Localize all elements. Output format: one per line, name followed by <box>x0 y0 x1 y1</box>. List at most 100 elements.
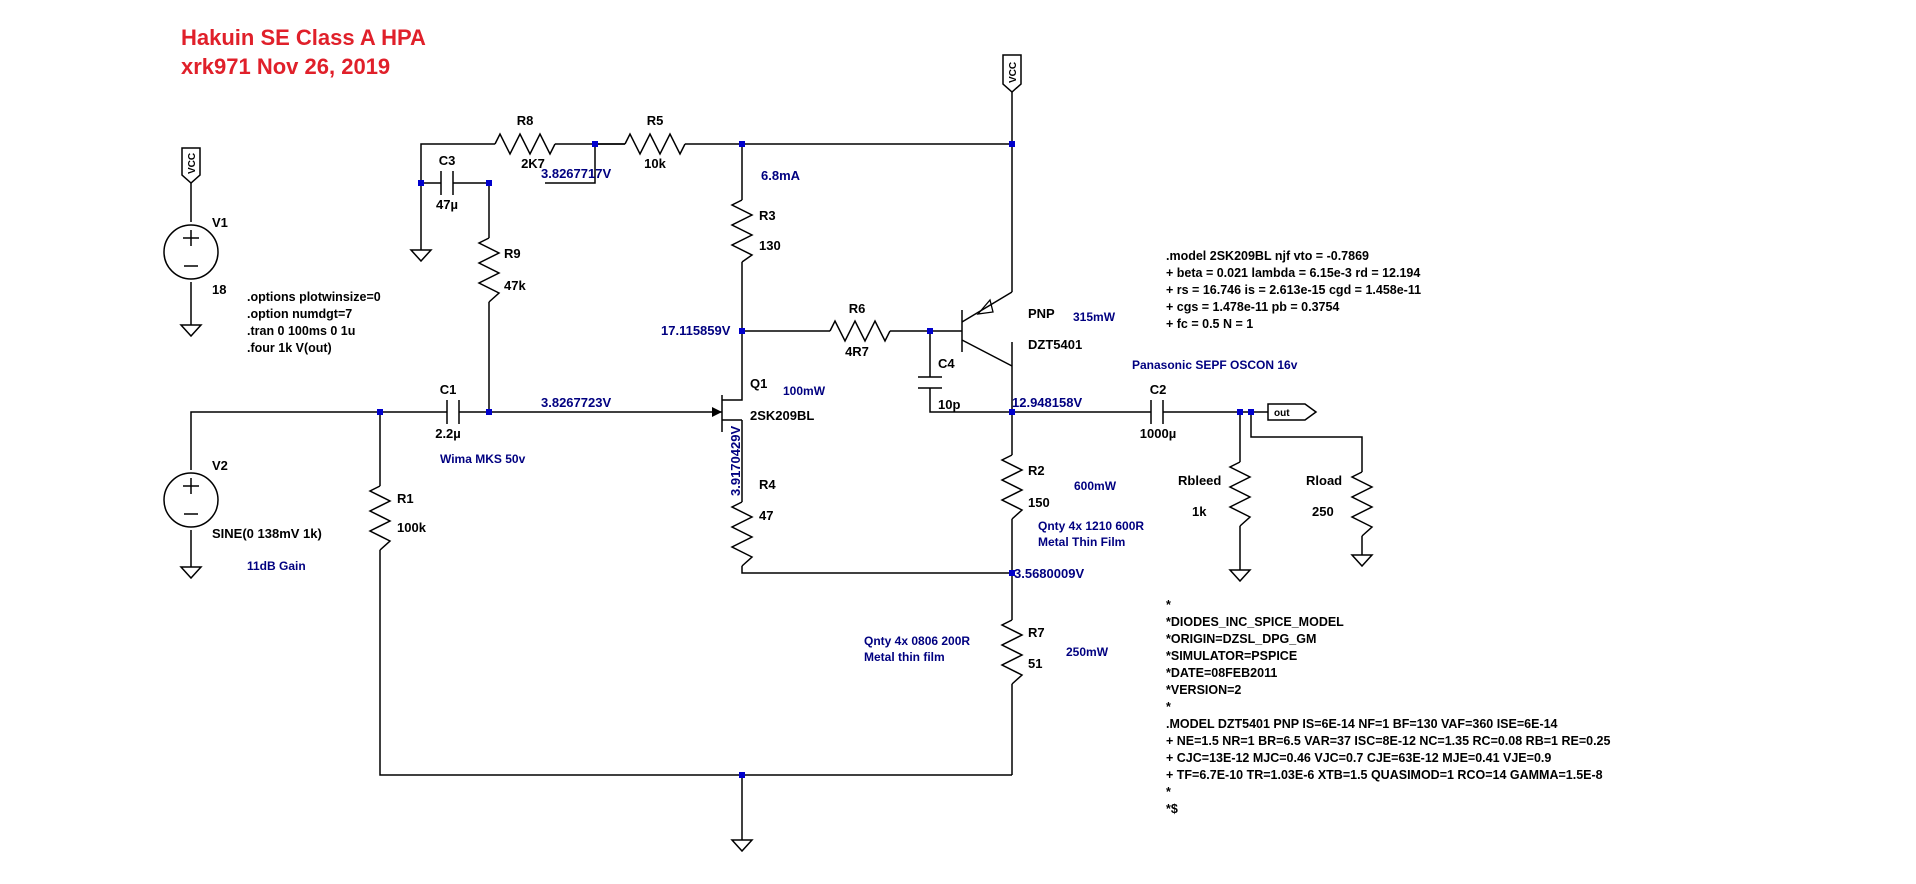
resistor-r3-symbol <box>730 199 754 263</box>
out-flag-text: out <box>1274 408 1290 419</box>
q1-name: Q1 <box>750 376 767 391</box>
directive-line: .MODEL DZT5401 PNP IS=6E-14 NF=1 BF=130 … <box>1166 717 1558 731</box>
q1-model: 2SK209BL <box>750 408 814 423</box>
c4-name: C4 <box>938 356 955 371</box>
directive-line: + TF=6.7E-10 TR=1.03E-6 XTB=1.5 QUASIMOD… <box>1166 768 1603 782</box>
directive-line: + CJC=13E-12 MJC=0.46 VJC=0.7 CJE=63E-12… <box>1166 751 1551 765</box>
net-label-n6: 12.948158V <box>1012 395 1082 410</box>
net-label-n3: 17.115859V <box>661 323 731 338</box>
q2-type: PNP <box>1028 306 1055 321</box>
out-flag: out <box>1267 403 1318 421</box>
resistor-r7-symbol <box>1000 619 1024 685</box>
q2-power-note: 315mW <box>1073 310 1116 324</box>
gain-note: 11dB Gain <box>247 559 306 573</box>
resistor-rload-symbol <box>1350 471 1374 537</box>
ground-icon <box>179 566 203 580</box>
directive-line: *$ <box>1166 802 1178 816</box>
rload-name: Rload <box>1306 473 1342 488</box>
directive-line: + beta = 0.021 lambda = 6.15e-3 rd = 12.… <box>1166 266 1420 280</box>
r6-value: 4R7 <box>845 344 869 359</box>
v2-value: SINE(0 138mV 1k) <box>212 526 322 541</box>
capacitor-c4-symbol <box>918 376 942 389</box>
junction-dot <box>1009 141 1015 147</box>
r4-value: 47 <box>759 508 773 523</box>
resistor-r4-symbol <box>730 501 754 567</box>
r2-value: 150 <box>1028 495 1050 510</box>
resistor-r8-symbol <box>494 132 556 156</box>
directive-line: .options plotwinsize=0 <box>247 290 381 304</box>
c4-value: 10p <box>938 397 960 412</box>
junction-dot <box>739 328 745 334</box>
net-label-n2: 6.8mA <box>761 168 801 183</box>
r7-type-note-2: Metal thin film <box>864 650 945 664</box>
voltage-source-v1-symbol <box>163 224 219 280</box>
junction-dot <box>927 328 933 334</box>
jfet-q1-symbol <box>712 380 743 432</box>
c1-name: C1 <box>440 382 457 397</box>
directive-line: * <box>1166 785 1171 799</box>
directive-line: + NE=1.5 NR=1 BR=6.5 VAR=37 ISC=8E-12 NC… <box>1166 734 1611 748</box>
r9-name: R9 <box>504 246 521 261</box>
q2-model: DZT5401 <box>1028 337 1082 352</box>
vcc-flag-text: VCC <box>1008 62 1019 83</box>
resistor-r1-symbol <box>368 485 392 551</box>
r2-type-note-2: Metal Thin Film <box>1038 535 1125 549</box>
net-label-n5: 3.9170429V <box>728 426 743 496</box>
v1-name: V1 <box>212 215 228 230</box>
ground-icon <box>730 839 754 853</box>
wire <box>545 144 596 184</box>
directive-line: .option numdgt=7 <box>247 307 352 321</box>
voltage-source-v2-symbol <box>163 472 219 528</box>
junction-dot <box>739 772 745 778</box>
wire <box>379 550 1012 776</box>
rbleed-name: Rbleed <box>1178 473 1221 488</box>
directive-line: + rs = 16.746 is = 2.613e-15 cgd = 1.458… <box>1166 283 1421 297</box>
directive-line: *VERSION=2 <box>1166 683 1241 697</box>
r8-value: 2K7 <box>521 156 545 171</box>
r1-name: R1 <box>397 491 414 506</box>
c2-value: 1000µ <box>1140 426 1176 441</box>
wires <box>190 92 1363 840</box>
resistor-r2-symbol <box>1000 454 1024 520</box>
junction-dot <box>377 409 383 415</box>
directive-line: * <box>1166 700 1171 714</box>
junction-dot <box>1248 409 1254 415</box>
r5-name: R5 <box>647 113 664 128</box>
directive-line: .model 2SK209BL njf vto = -0.7869 <box>1166 249 1369 263</box>
r5-value: 10k <box>644 156 666 171</box>
pnp-transistor-q2-symbol <box>961 291 1013 367</box>
vcc-flag-text: VCC <box>187 153 198 174</box>
wire <box>929 388 1012 413</box>
ground-icon <box>409 249 433 263</box>
q1-power-note: 100mW <box>783 384 826 398</box>
net-label-n1: 3.8267717V <box>541 166 611 181</box>
r7-power-note: 250mW <box>1066 645 1109 659</box>
junction-dot <box>592 141 598 147</box>
r3-name: R3 <box>759 208 776 223</box>
directive-line: *DATE=08FEB2011 <box>1166 666 1277 680</box>
wire <box>741 566 1012 574</box>
directive-line: * <box>1166 598 1171 612</box>
directive-line: *ORIGIN=DZSL_DPG_GM <box>1166 632 1316 646</box>
capacitor-c3-symbol <box>440 171 454 195</box>
ground-icon <box>1228 569 1252 583</box>
r8-name: R8 <box>517 113 534 128</box>
directive-line: + fc = 0.5 N = 1 <box>1166 317 1253 331</box>
capacitor-c2-symbol <box>1150 400 1164 424</box>
junction-dot <box>1237 409 1243 415</box>
vcc-flag-right: VCC <box>1002 54 1022 94</box>
c3-name: C3 <box>439 153 456 168</box>
spice-options-directive: .options plotwinsize=0 .option numdgt=7 … <box>247 290 381 355</box>
directive-line: *SIMULATOR=PSPICE <box>1166 649 1297 663</box>
r2-power-note: 600mW <box>1074 479 1117 493</box>
ground-icon <box>179 324 203 338</box>
junction-dot <box>739 141 745 147</box>
v2-name: V2 <box>212 458 228 473</box>
junction-dot <box>1009 570 1015 576</box>
wire <box>190 411 447 470</box>
net-label-n4: 3.8267723V <box>541 395 611 410</box>
c2-type-note: Panasonic SEPF OSCON 16v <box>1132 358 1298 372</box>
junction-dot <box>1009 409 1015 415</box>
junctions <box>377 141 1254 778</box>
